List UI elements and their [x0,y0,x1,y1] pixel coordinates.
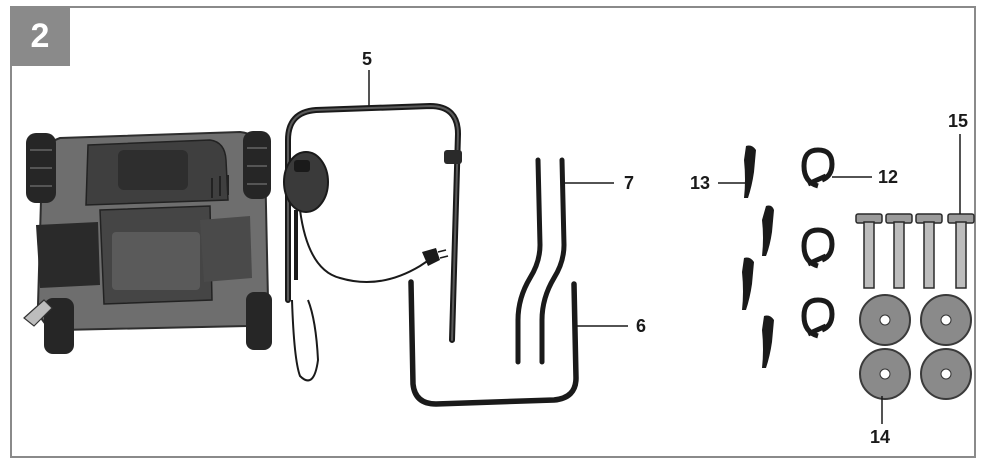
bolts [855,213,975,289]
aerator-housing [23,130,272,354]
upper-handle [283,102,462,382]
callout-5: 5 [362,49,373,69]
leader-lines [368,70,961,424]
cable-hooks [742,145,774,368]
callout-12: 12 [878,167,899,187]
cable-clips [801,147,835,339]
middle-handle-tubes [515,157,567,365]
knobs-washers [859,294,972,400]
callout-13: 13 [690,173,711,193]
callout-14: 14 [870,427,891,447]
callout-7: 7 [624,173,635,193]
callout-15: 15 [948,111,969,131]
callout-6: 6 [636,316,647,336]
lower-handle-ubar [408,279,579,407]
figure-number-badge: 2 [10,6,70,66]
